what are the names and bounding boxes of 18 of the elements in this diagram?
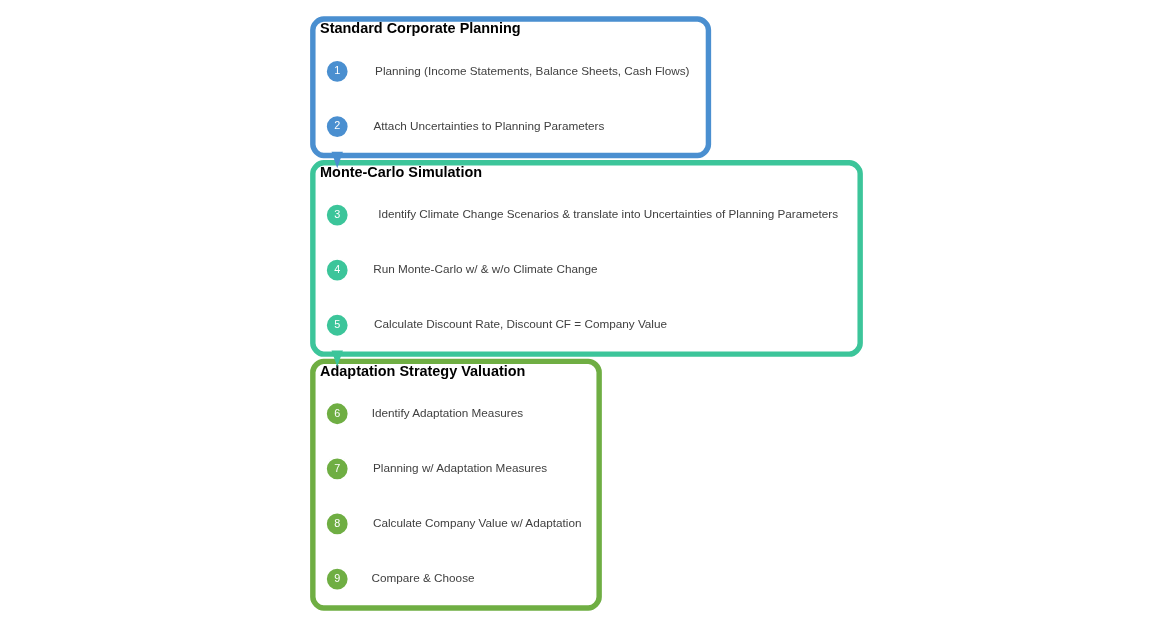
node-label: Calculate Company Value w/ Adaptation <box>372 516 582 530</box>
node-label: Calculate Discount Rate, Discount CF = Company Value <box>374 317 668 331</box>
node-label: Identify Adaptation Measures <box>371 405 524 419</box>
node-circle: 3 <box>325 202 350 228</box>
node-circle: 5 <box>325 313 350 338</box>
node-circle: 8 <box>325 511 350 537</box>
node-circle: 9 <box>325 566 350 592</box>
node-label: Identify Climate Change Scenarios & translate into Uncertainties of Planning Parameters <box>378 207 839 221</box>
node-circle: 4 <box>325 257 350 283</box>
node-circle: 2 <box>325 114 350 139</box>
node-label: Run Monte-Carlo w/ & w/o Climate Change <box>373 262 598 276</box>
node-circle: 6 <box>325 401 350 426</box>
node-label: Compare & Choose <box>371 571 475 585</box>
node-circle: 7 <box>325 456 350 482</box>
node-circle: 1 <box>325 59 350 84</box>
node-label: Planning (Income Statements, Balance Sheets, Cash Flows) <box>375 63 690 77</box>
node-label: Attach Uncertainties to Planning Parameters <box>373 118 605 132</box>
node-label: Planning w/ Adaptation Measures <box>372 460 548 474</box>
